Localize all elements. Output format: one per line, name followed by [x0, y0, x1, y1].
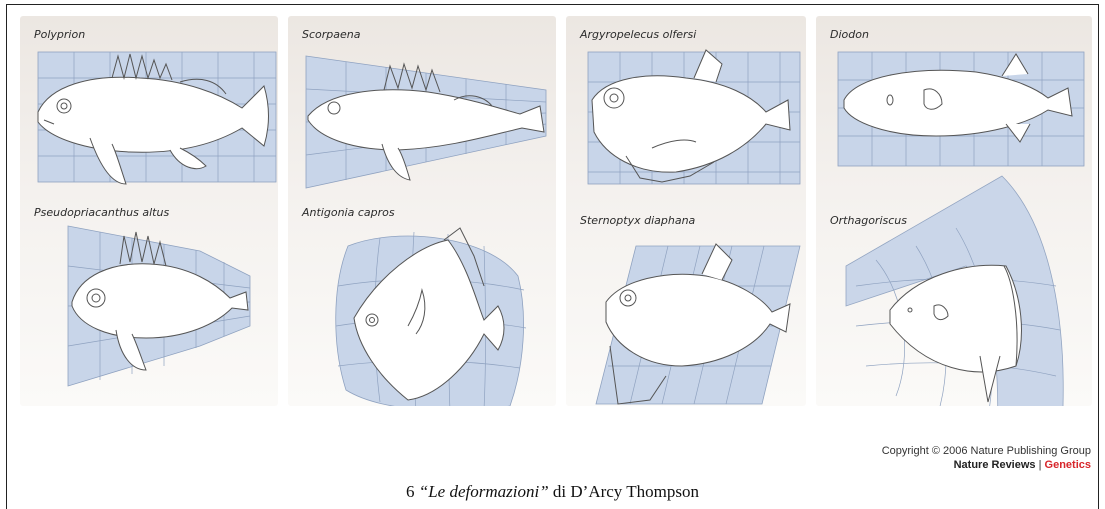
fish-sternoptyx — [596, 244, 800, 404]
fish-orthagoriscus — [846, 176, 1063, 406]
label-diodon: Diodon — [830, 28, 869, 41]
journal-line: Nature Reviews | Genetics — [882, 458, 1091, 472]
fish-pseudopriacanthus — [68, 226, 250, 386]
label-antigonia: Antigonia capros — [302, 206, 395, 219]
journal-name: Nature Reviews — [954, 459, 1036, 471]
fish-diagram-diodon — [816, 16, 1092, 406]
journal-section: Genetics — [1045, 459, 1091, 471]
caption-suffix: di D’Arcy Thompson — [553, 482, 699, 501]
fish-diagram-argyropelecus — [566, 16, 806, 406]
panel-scorpaena: Scorpaena Antigonia capros — [288, 16, 556, 406]
copyright-block: Copyright © 2006 Nature Publishing Group… — [882, 444, 1091, 472]
caption-title: “Le deformazioni” — [419, 482, 549, 501]
panel-polyprion: Polyprion Pseudopriacanthus altus — [20, 16, 278, 406]
label-pseudopriacanthus: Pseudopriacanthus altus — [34, 206, 169, 219]
journal-separator: | — [1036, 459, 1045, 471]
label-orthagoriscus: Orthagoriscus — [830, 214, 907, 227]
label-scorpaena: Scorpaena — [302, 28, 361, 41]
copyright-line: Copyright © 2006 Nature Publishing Group — [882, 444, 1091, 458]
figure-caption: 6 “Le deformazioni” di D’Arcy Thompson — [0, 482, 1105, 502]
label-sternoptyx: Sternoptyx diaphana — [580, 214, 695, 227]
panel-diodon: Diodon Orthagoriscus — [816, 16, 1092, 406]
fish-antigonia — [336, 228, 526, 406]
label-polyprion: Polyprion — [34, 28, 85, 41]
panel-argyropelecus: Argyropelecus olfersi Sternoptyx diaphan… — [566, 16, 806, 406]
caption-number: 6 — [406, 482, 415, 501]
label-argyropelecus: Argyropelecus olfersi — [580, 28, 696, 41]
